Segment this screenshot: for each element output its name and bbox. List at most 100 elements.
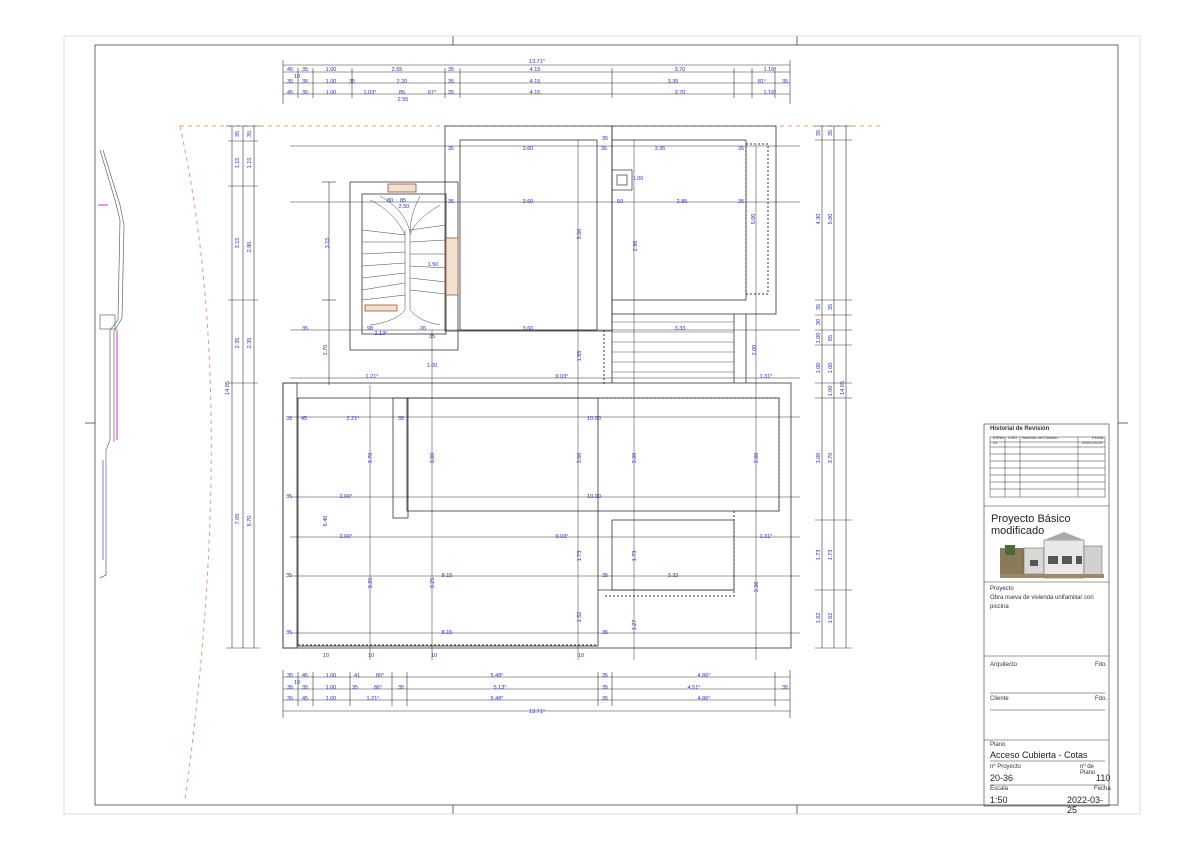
dimension-label: 4.86° [698, 673, 711, 679]
dimension-label: 3.60 [523, 146, 534, 152]
dimension-label: 2.21° [347, 416, 360, 422]
dimension-label: 4.86° [698, 696, 711, 702]
dimension-label: 5.48° [491, 696, 504, 702]
dimension-label: 35 [738, 146, 744, 152]
dimension-label: 5.00 [828, 214, 834, 225]
dimension-label: 1.31° [760, 374, 773, 380]
window-elements [364, 183, 459, 312]
dimension-label: 1.00 [828, 363, 834, 374]
dimension-label: 65 [828, 335, 834, 341]
dimension-label: 35 [286, 573, 292, 579]
dimension-label: 10 [368, 653, 374, 659]
history-title: Historial de Revisión [990, 426, 1050, 432]
dimension-label: 35 [287, 673, 293, 679]
section-magenta-marks [98, 204, 118, 440]
dimension-label: 8.15 [442, 630, 453, 636]
dimension-label: 9.03° [556, 534, 569, 540]
dimension-label: 80° [376, 673, 384, 679]
dimension-label: 3.33 [668, 573, 679, 579]
dimension-label: 35 [448, 79, 454, 85]
dimension-label: 14.05 [840, 381, 846, 395]
dimension-label: 10 [578, 653, 584, 659]
cliente-signature-label: Fdo. [1095, 696, 1108, 702]
dimension-label: 3.00 [816, 453, 822, 464]
dimension-label: 1.00 [633, 176, 644, 182]
nproyecto-value: 20-36 [990, 773, 1014, 783]
dimension-label: 1.21° [366, 374, 379, 380]
level-lines [290, 140, 800, 660]
dimension-label: 1.52 [577, 612, 583, 623]
dimension-label: 1.00 [326, 673, 337, 679]
history-header-date: Fecha [1092, 435, 1104, 440]
dimension-label: 3.38 [754, 582, 760, 593]
dimension-label: 81° [758, 79, 766, 85]
dimension-label: 3.25 [368, 578, 374, 589]
dimension-label: 45 [302, 673, 308, 679]
dimension-label: 3.70 [675, 90, 686, 96]
dimension-label: 3.00 [632, 453, 638, 464]
dimension-label: 5.13° [494, 685, 507, 691]
sheet-frame [94, 44, 1119, 806]
dimension-label: 35 [602, 630, 608, 636]
dimension-label: 35 [602, 696, 608, 702]
dimension-label: 5.00 [751, 214, 757, 225]
dimension-label: 7.05 [235, 514, 241, 525]
dimension-label: 41 [354, 673, 360, 679]
dimension-label: 35 [738, 199, 744, 205]
dimension-label: 35 [286, 494, 292, 500]
dimension-label: 6.70 [247, 516, 253, 527]
dimension-label: 2.80 [247, 242, 253, 253]
dimension-label: 35 [782, 79, 788, 85]
dimension-label: 45 [302, 696, 308, 702]
dimension-label: 67° [428, 90, 436, 96]
nplano-value: 110 [1096, 773, 1111, 783]
dimension-label: 1.00 [816, 333, 822, 344]
nproyecto-label: nº Proyecto [990, 764, 1021, 770]
dimension-label: 2.00 [752, 345, 758, 356]
columns [282, 382, 298, 649]
dimension-label: 1.00 [816, 363, 822, 374]
revision-table [989, 436, 1106, 498]
dimension-label: 35 [247, 131, 253, 137]
dimension-label: 3.35 [668, 79, 679, 85]
dimension-label: 3.35 [655, 146, 666, 152]
dimension-label: 35 [398, 416, 404, 422]
plano-value: Acceso Cubierta - Cotas [990, 750, 1088, 760]
dimension-label: 85 [400, 198, 406, 204]
dimension-label: 1.73 [828, 550, 834, 561]
dimension-label: 1.65 [577, 351, 583, 362]
dimension-label: 35 [287, 696, 293, 702]
dimension-label: 2.85 [677, 199, 688, 205]
dimension-label: 2.35 [247, 338, 253, 349]
dimension-label: 2.35 [235, 338, 241, 349]
left-dimension-lines [226, 125, 336, 649]
title-block-frame [983, 423, 1110, 807]
dimension-label: 10 [431, 653, 437, 659]
dimension-label: 4.51° [688, 685, 701, 691]
dimension-label: 35 [286, 416, 292, 422]
dimension-label: 3.00 [430, 453, 436, 464]
dimension-label: 4.30 [816, 214, 822, 225]
dimension-label: 3.15 [235, 238, 241, 249]
dimension-label: 1.00 [326, 90, 337, 96]
proyecto-value-line2: piscina [990, 604, 1009, 610]
dimension-label: 98 [367, 326, 373, 332]
proyecto-value-line1: Obra nueva de vivienda unifamiliar con [990, 595, 1094, 601]
dimension-label: 1.50 [428, 262, 439, 268]
dimension-label: 9.03° [556, 374, 569, 380]
dimension-label: 1.73 [816, 550, 822, 561]
dimension-label: 3.33 [675, 326, 686, 332]
fecha-value: 2022-03-25 [1067, 795, 1104, 815]
dimension-label: 10.00 [587, 494, 601, 500]
dimension-label: 1.73 [577, 551, 583, 562]
frame-ticks [63, 35, 1141, 815]
dimension-label: 10.00 [587, 416, 601, 422]
cliente-label: Cliente [990, 696, 1009, 702]
dimension-label: 3.00 [754, 453, 760, 464]
arquitecto-signature-label: Fdo. [1095, 662, 1108, 668]
dimension-label: 5.00 [577, 229, 583, 240]
dimension-label: 2.66° [340, 534, 353, 540]
dimension-label: 35 [448, 146, 454, 152]
dimension-label: 35 [398, 685, 404, 691]
